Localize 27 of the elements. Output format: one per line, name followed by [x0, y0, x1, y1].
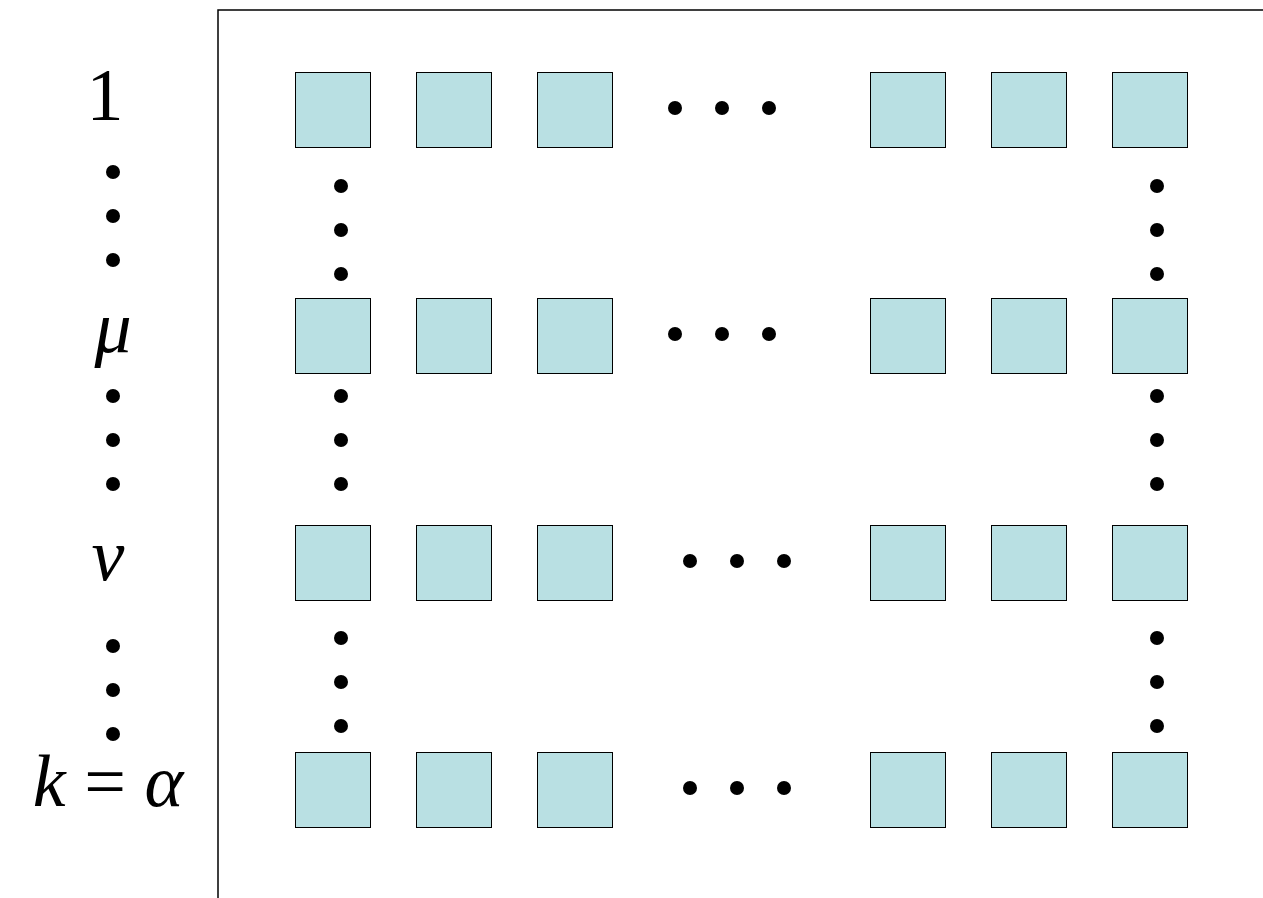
- square: [991, 525, 1067, 601]
- square: [1112, 298, 1188, 374]
- row-label: 1: [86, 58, 124, 132]
- square: [416, 752, 492, 828]
- square: [991, 72, 1067, 148]
- square: [295, 72, 371, 148]
- square: [1112, 72, 1188, 148]
- row-label: ν: [91, 518, 125, 592]
- square: [537, 752, 613, 828]
- square: [295, 752, 371, 828]
- square: [991, 752, 1067, 828]
- row-label: k = α: [32, 744, 184, 818]
- square: [416, 298, 492, 374]
- square: [1112, 525, 1188, 601]
- square: [295, 298, 371, 374]
- square: [416, 72, 492, 148]
- square: [537, 298, 613, 374]
- square: [870, 298, 946, 374]
- square: [991, 298, 1067, 374]
- square: [416, 525, 492, 601]
- square: [1112, 752, 1188, 828]
- square: [870, 752, 946, 828]
- square: [870, 525, 946, 601]
- square: [537, 525, 613, 601]
- square: [537, 72, 613, 148]
- square: [870, 72, 946, 148]
- square: [295, 525, 371, 601]
